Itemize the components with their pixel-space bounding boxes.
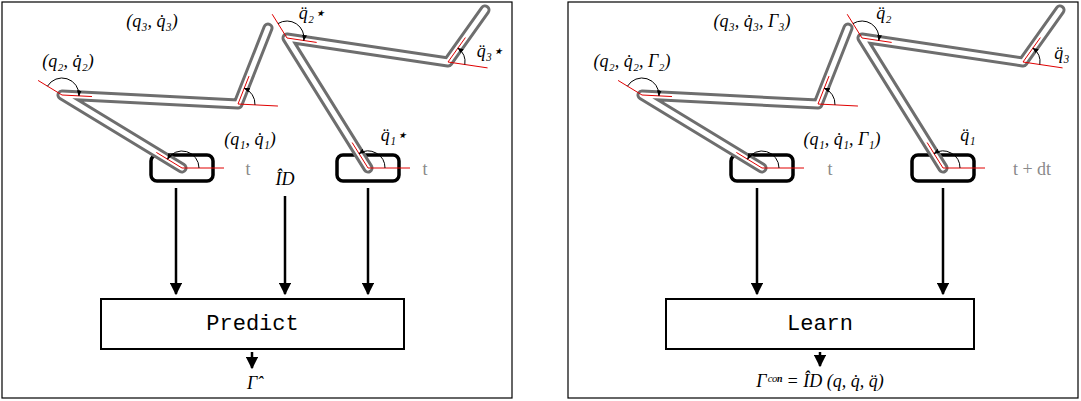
robot-arm <box>618 28 858 181</box>
angle-arc <box>853 21 879 41</box>
joint-state: (q₂, q̇₂) <box>42 52 94 72</box>
arm-link-inner <box>287 10 485 168</box>
link-axis <box>736 152 762 168</box>
arrow <box>175 188 178 294</box>
arrow <box>942 188 945 294</box>
reference-line <box>368 168 410 169</box>
box-label: Predict <box>206 312 298 337</box>
reference-line <box>182 168 224 169</box>
robot-arm <box>847 10 1062 181</box>
model-label: ÎD <box>276 170 295 190</box>
robot-arms <box>38 10 1062 181</box>
panel-frame <box>568 2 1078 398</box>
arrow <box>819 352 822 366</box>
joint-state: (q₃, q̇₃, Γ₃) <box>713 12 790 32</box>
arrow <box>367 188 370 294</box>
link-axis <box>287 38 317 42</box>
angle-arc <box>747 151 779 168</box>
arrow <box>756 188 759 294</box>
joint-acceleration: q̈₂ <box>876 4 891 24</box>
angle-arc <box>824 88 835 105</box>
robot-arm <box>272 10 487 181</box>
link-axis <box>448 38 465 62</box>
arm-link-inner <box>862 10 1060 168</box>
link-axis <box>62 95 92 97</box>
process-box: Predict <box>100 298 405 350</box>
joint-acceleration: q̈₃⋆ <box>477 42 503 62</box>
process-box: Learn <box>665 298 975 350</box>
angle-arc <box>458 48 465 64</box>
joint-state: (q₁, q̇₁) <box>224 130 276 150</box>
reference-line <box>818 104 858 106</box>
angle-arc <box>244 88 255 105</box>
angle-arc <box>1033 48 1040 64</box>
link-axis <box>156 152 182 168</box>
box-label: Learn <box>787 312 853 337</box>
angle-arc <box>359 151 385 168</box>
joint-acceleration: q̈₁⋆ <box>381 126 407 146</box>
joint-state: (q₃, q̇₃) <box>126 12 178 32</box>
reference-line <box>847 14 862 38</box>
joint-acceleration: q̈₁ <box>960 126 975 146</box>
panel-frame <box>2 2 512 398</box>
reference-line <box>238 104 278 106</box>
reference-line <box>448 62 488 68</box>
arm-link <box>862 10 1060 168</box>
joint-acceleration: q̈₃ <box>1054 44 1069 64</box>
time-label: t + dt <box>1013 160 1051 180</box>
time-label: t <box>827 160 832 180</box>
reference-line <box>943 168 985 169</box>
arm-link <box>287 10 485 168</box>
joint-state: (q₁, q̇₁, Γ₁) <box>803 130 880 150</box>
time-label: t <box>422 160 427 180</box>
reference-line <box>272 14 287 38</box>
angle-arc <box>167 151 199 168</box>
output-label: Γᶜᵒⁿ = ÎD (q, q̇, q̈) <box>756 372 883 392</box>
arrow <box>284 196 287 294</box>
joint-acceleration: q̈₂⋆ <box>299 4 325 24</box>
link-axis <box>642 95 672 97</box>
robot-arm <box>38 28 278 181</box>
time-label: t <box>245 160 250 180</box>
reference-line <box>762 168 804 169</box>
joint-state: (q₂, q̇₂, Γ₂) <box>593 52 670 72</box>
link-axis <box>1023 38 1040 62</box>
output-label: Γ̂ <box>247 374 257 394</box>
link-axis <box>352 143 368 168</box>
angle-arc <box>278 21 304 41</box>
arrow <box>251 352 254 368</box>
link-axis <box>927 143 943 168</box>
angle-arc <box>47 78 79 96</box>
angle-arc <box>627 78 659 96</box>
link-axis <box>862 38 892 42</box>
angle-arc <box>934 151 960 168</box>
